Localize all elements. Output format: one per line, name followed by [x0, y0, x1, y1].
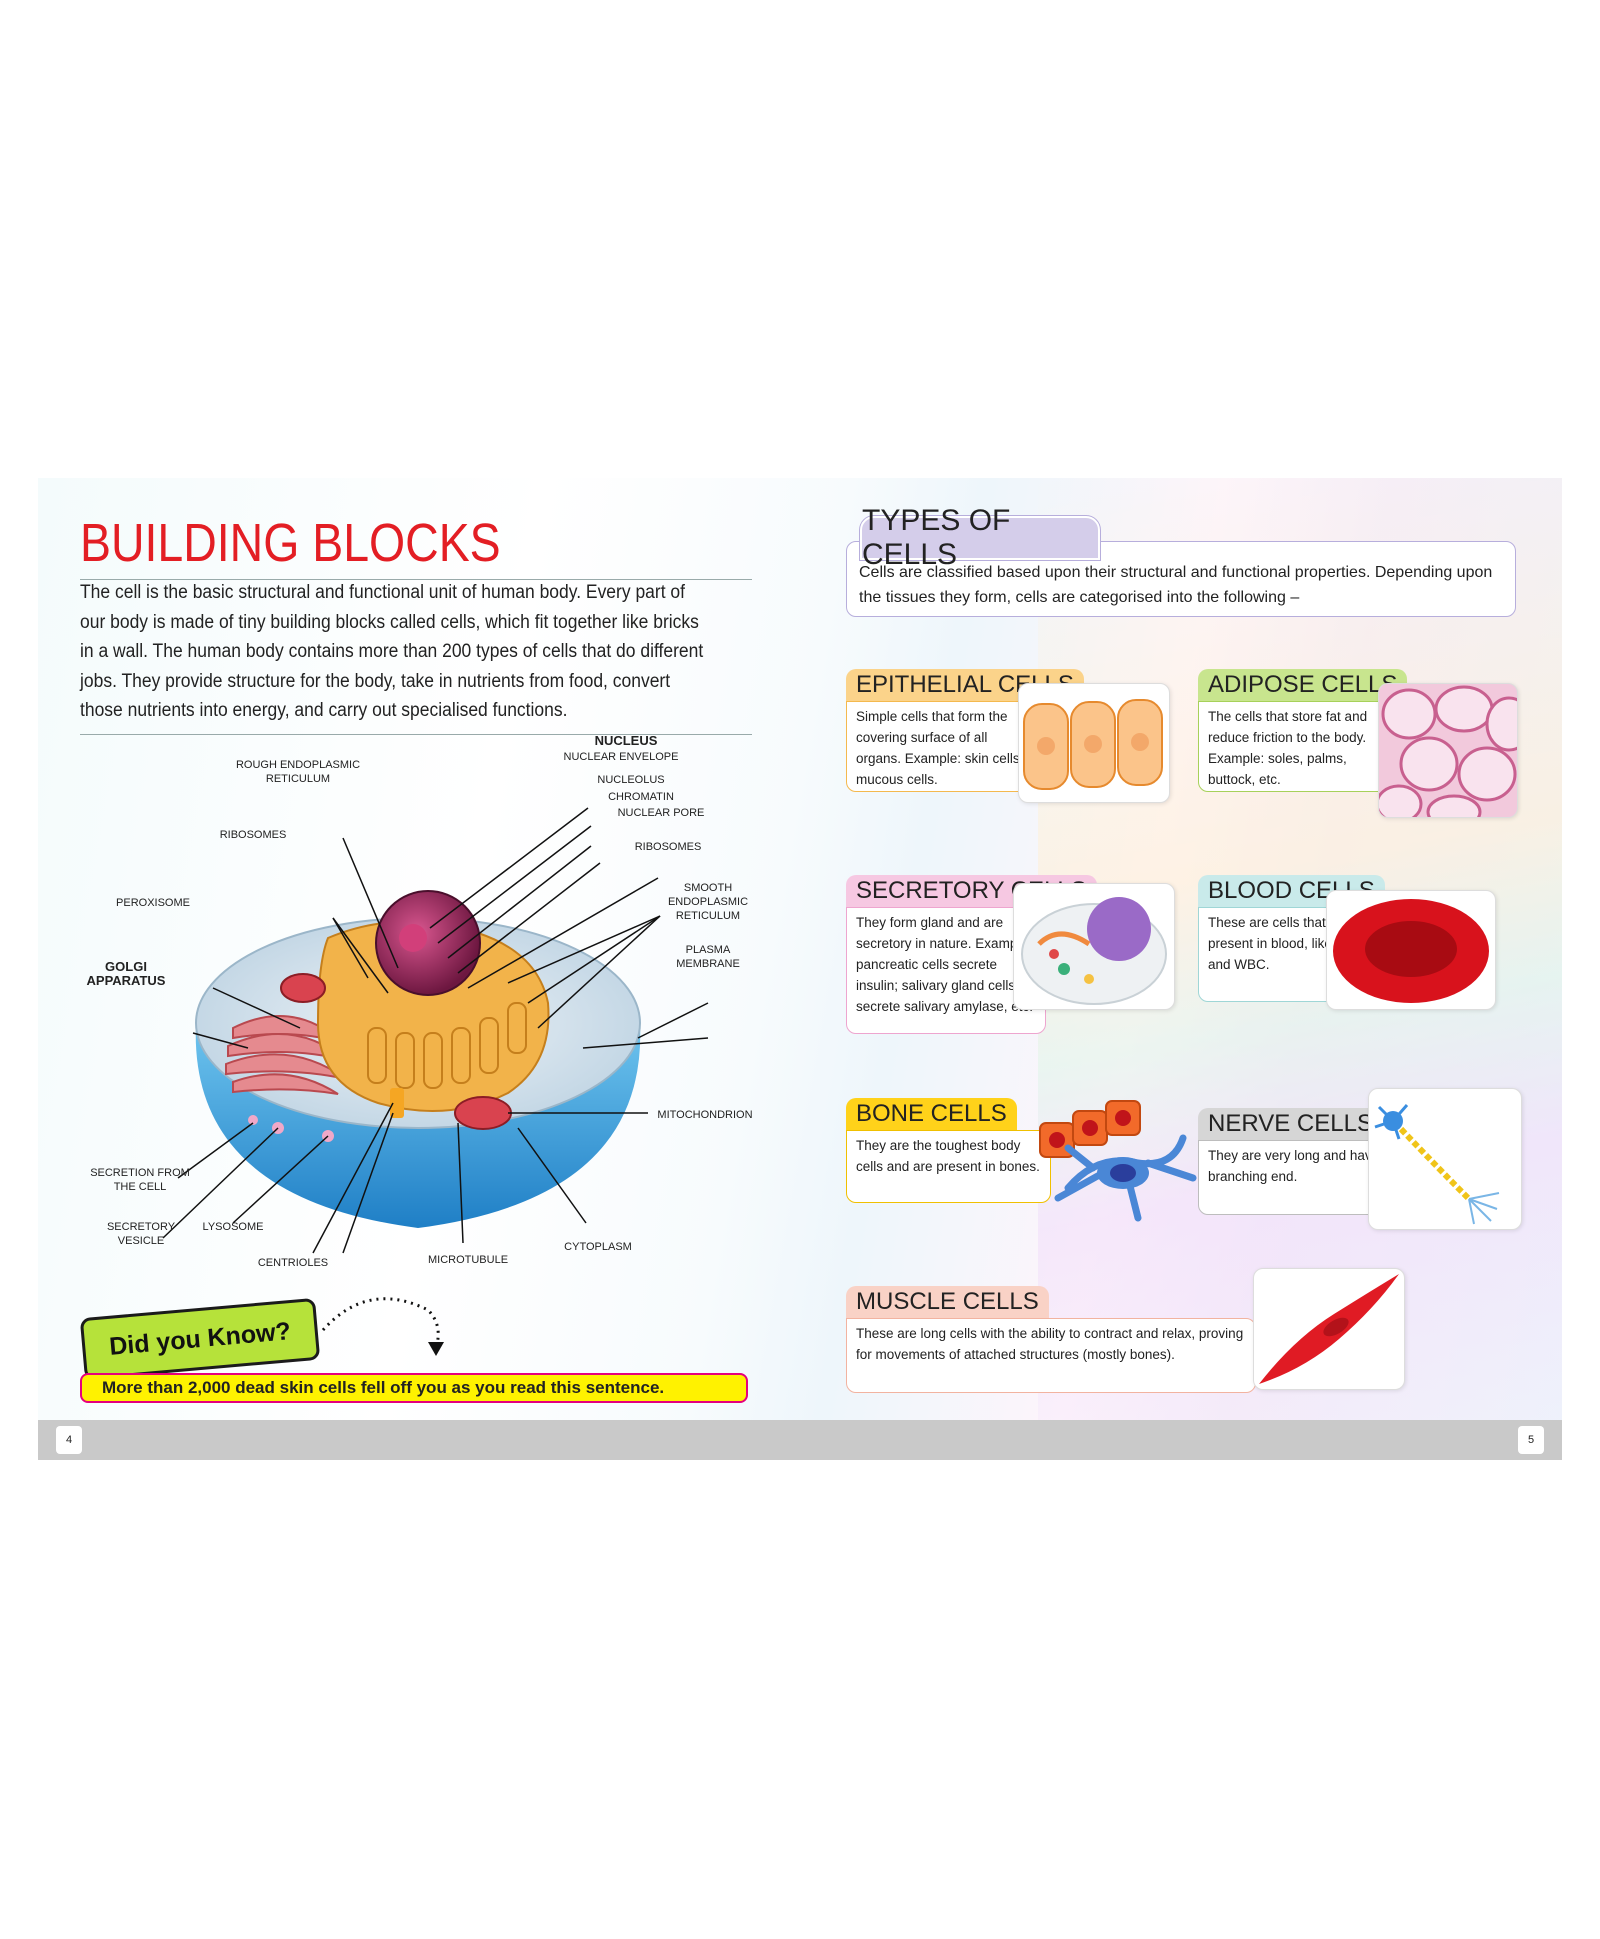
- label-chromatin: CHROMATIN: [608, 791, 674, 803]
- label-nucleus: NUCLEUS: [594, 733, 658, 748]
- label-nuclear-pore: NUCLEAR PORE: [617, 807, 705, 819]
- card-text: They are very long and have branching en…: [1198, 1140, 1393, 1215]
- did-you-know-badge: Did you Know?: [79, 1297, 321, 1381]
- card-title: MUSCLE CELLS: [846, 1286, 1049, 1318]
- page-footer: [38, 1420, 1562, 1460]
- label-centrioles: CENTRIOLES: [257, 1257, 329, 1269]
- card-text: They are the toughest body cells and are…: [846, 1130, 1051, 1203]
- label-cytoplasm: CYTOPLASM: [564, 1241, 632, 1253]
- page-title: BUILDING BLOCKS: [80, 513, 501, 573]
- label-smooth-er: SMOOTH ENDOPLASMIC RETICULUM: [667, 882, 749, 922]
- label-secretory-vesicle: SECRETORY VESICLE: [106, 1221, 176, 1247]
- label-microtubule: MICROTUBULE: [427, 1254, 509, 1266]
- page-number-left: 4: [56, 1426, 82, 1454]
- animal-cell-diagram: NUCLEUS NUCLEAR ENVELOPE NUCLEOLUS CHROM…: [38, 728, 798, 1288]
- label-nuclear-envelope: NUCLEAR ENVELOPE: [563, 751, 679, 763]
- label-peroxisome: PEROXISOME: [116, 897, 190, 909]
- fact-banner: More than 2,000 dead skin cells fell off…: [80, 1373, 748, 1403]
- card-text: These are long cells with the ability to…: [846, 1318, 1256, 1393]
- book-spread: BUILDING BLOCKS The cell is the basic st…: [38, 478, 1562, 1460]
- label-lysosome: LYSOSOME: [202, 1221, 264, 1233]
- label-ribosomes-right: RIBOSOMES: [634, 841, 702, 853]
- label-secretion: SECRETION FROM THE CELL: [90, 1167, 190, 1193]
- label-mitochondrion: MITOCHONDRION: [657, 1109, 753, 1121]
- page-number-right: 5: [1518, 1426, 1544, 1454]
- epithelial-cell-image: [1018, 683, 1170, 803]
- cell-illustration: [162, 807, 709, 1254]
- card-text: The cells that store fat and reduce fric…: [1198, 701, 1398, 792]
- card-text: Simple cells that form the covering surf…: [846, 701, 1046, 792]
- card-title: ADIPOSE CELLS: [1198, 669, 1408, 701]
- nerve-cell-image: [1368, 1088, 1522, 1230]
- intro-rule: [80, 734, 752, 735]
- muscle-cell-image: [1253, 1268, 1405, 1390]
- label-ribosomes-left: RIBOSOMES: [219, 829, 287, 841]
- label-rough-er: ROUGH ENDOPLASMIC RETICULUM: [235, 759, 361, 785]
- intro-paragraph: The cell is the basic structural and fun…: [80, 582, 704, 721]
- secretory-cell-image: [1013, 883, 1175, 1010]
- types-of-cells-heading: TYPES OF CELLS: [860, 504, 1100, 571]
- label-nucleolus: NUCLEOLUS: [597, 774, 665, 786]
- label-golgi-apparatus: GOLGI APPARATUS: [86, 959, 166, 988]
- card-title: NERVE CELLS: [1198, 1108, 1383, 1140]
- card-title: BONE CELLS: [846, 1098, 1017, 1130]
- blood-cell-image: [1326, 890, 1496, 1010]
- bone-cell-image: [1028, 1093, 1208, 1223]
- title-rule: [80, 579, 752, 580]
- label-plasma-membrane: PLASMA MEMBRANE: [676, 944, 740, 970]
- dotted-arrow-icon: [321, 1297, 444, 1356]
- adipose-cell-image: [1378, 683, 1518, 818]
